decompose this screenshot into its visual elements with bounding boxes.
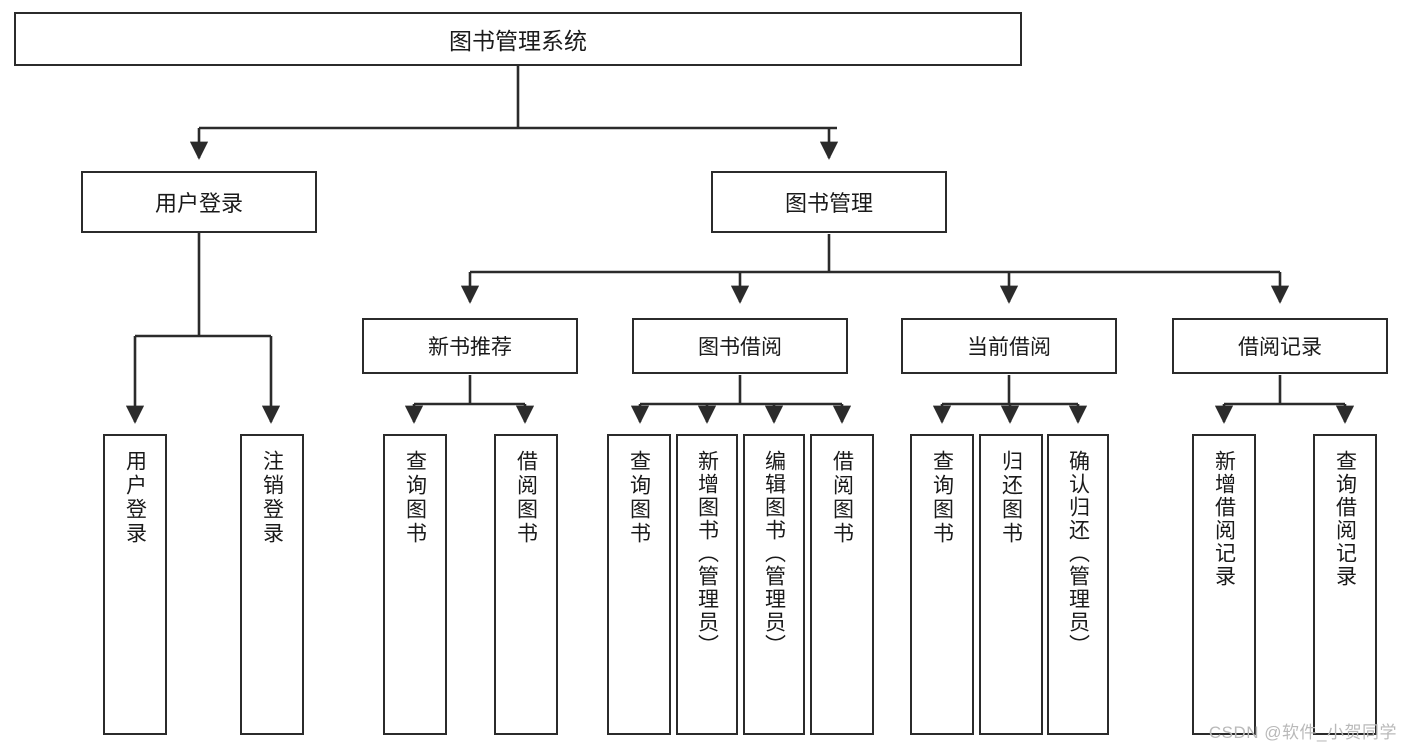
leaf-label: 确认归还（管理员） (1066, 450, 1090, 657)
node-new-book-recommend[interactable]: 新书推荐 (362, 318, 578, 374)
node-label: 借阅记录 (1238, 336, 1322, 359)
leaf-label: 查询图书 (930, 450, 954, 546)
node-borrow-record[interactable]: 借阅记录 (1172, 318, 1388, 374)
leaf-label: 新增图书（管理员） (695, 450, 719, 657)
node-label: 用户登录 (154, 191, 243, 216)
leaf-borrow-book-recommend[interactable]: 借阅图书 (494, 434, 558, 735)
leaf-label: 归还图书 (999, 450, 1023, 546)
leaf-label: 编辑图书（管理员） (762, 450, 786, 657)
node-user-login[interactable]: 用户登录 (81, 171, 317, 233)
leaf-user-login[interactable]: 用户登录 (103, 434, 167, 735)
node-book-borrow[interactable]: 图书借阅 (632, 318, 848, 374)
leaf-label: 借阅图书 (514, 450, 538, 546)
leaf-return-book[interactable]: 归还图书 (979, 434, 1043, 735)
leaf-label: 用户登录 (123, 450, 147, 546)
leaf-query-book-recommend[interactable]: 查询图书 (383, 434, 447, 735)
leaf-confirm-return-admin[interactable]: 确认归还（管理员） (1047, 434, 1109, 735)
node-root-system[interactable]: 图书管理系统 (14, 12, 1022, 66)
leaf-add-book-admin[interactable]: 新增图书（管理员） (676, 434, 738, 735)
leaf-label: 查询借阅记录 (1333, 450, 1357, 588)
watermark-text: CSDN @软件_小贺同学 (1208, 723, 1397, 742)
leaf-borrow-book[interactable]: 借阅图书 (810, 434, 874, 735)
node-current-borrow[interactable]: 当前借阅 (901, 318, 1117, 374)
node-label: 图书管理系统 (449, 28, 587, 54)
leaf-label: 新增借阅记录 (1212, 450, 1236, 588)
leaf-label: 注销登录 (260, 450, 284, 546)
leaf-query-borrow-record[interactable]: 查询借阅记录 (1313, 434, 1377, 735)
node-label: 当前借阅 (967, 336, 1051, 359)
leaf-add-borrow-record[interactable]: 新增借阅记录 (1192, 434, 1256, 735)
leaf-label: 查询图书 (627, 450, 651, 546)
node-label: 图书借阅 (698, 336, 782, 359)
leaf-edit-book-admin[interactable]: 编辑图书（管理员） (743, 434, 805, 735)
leaf-user-logout[interactable]: 注销登录 (240, 434, 304, 735)
leaf-query-book-current[interactable]: 查询图书 (910, 434, 974, 735)
leaf-label: 查询图书 (403, 450, 427, 546)
leaf-query-book-borrow[interactable]: 查询图书 (607, 434, 671, 735)
node-label: 图书管理 (784, 191, 873, 216)
leaf-label: 借阅图书 (830, 450, 854, 546)
node-label: 新书推荐 (428, 336, 512, 359)
node-book-management[interactable]: 图书管理 (711, 171, 947, 233)
